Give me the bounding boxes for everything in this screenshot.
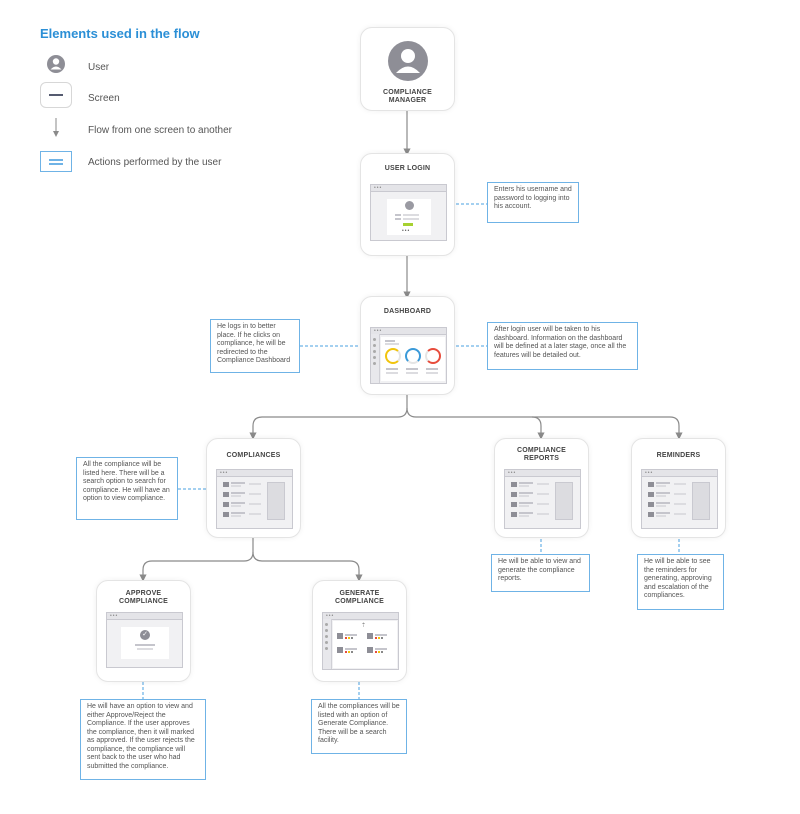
legend-title: Elements used in the flow [40,26,200,41]
reminders-node[interactable]: REMINDERS ••• [631,438,726,538]
reports-screen-thumbnail: ••• [504,469,581,529]
generate-screen-thumbnail: ••• ⇡ [322,612,399,670]
approve-compliance-node[interactable]: APPROVE COMPLIANCE ••• ✓ [96,580,191,682]
upload-icon: ⇡ [361,623,367,629]
legend-action-label: Actions performed by the user [88,157,222,168]
approve-screen-thumbnail: ••• ✓ [106,612,183,668]
legend-screen-label: Screen [88,93,120,104]
user-icon [387,40,429,82]
dashboard-right-note: After login user will be taken to his da… [487,322,638,370]
reminders-title: REMINDERS [656,452,701,459]
user-icon [46,54,66,74]
manager-title-line1: COMPLIANCE [382,89,433,96]
arrow-to-approve [139,538,254,582]
reminders-note: He will be able to see the reminders for… [637,554,724,610]
compliance-reports-node[interactable]: COMPLIANCE REPORTS ••• [494,438,589,538]
avatar [405,201,414,210]
legend-flow-label: Flow from one screen to another [88,125,232,136]
login-screen-thumbnail: ••• ••• [370,184,447,241]
generate-title-line2: COMPLIANCE [334,598,385,605]
screen-line-icon [40,82,72,108]
compliance-manager-node: COMPLIANCE MANAGER [360,27,455,111]
approve-note: He will have an option to view and eithe… [80,699,206,780]
generate-title-line1: GENERATE [339,590,380,597]
action-box-icon [40,151,72,172]
reports-title-line1: COMPLIANCE [516,447,567,454]
dial-chart [405,348,421,364]
dashboard-screen-thumbnail: ••• [370,327,447,384]
check-circle-icon: ✓ [140,630,150,640]
login-title: USER LOGIN [384,165,431,172]
generate-note: All the compliances will be listed with … [311,699,407,754]
reports-title-line2: REPORTS [523,455,560,462]
approve-title-line2: COMPLIANCE [118,598,169,605]
arrow-to-reminders [532,416,683,440]
login-note: Enters his username and password to logg… [487,182,579,223]
compliances-title: COMPLIANCES [226,452,281,459]
compliances-screen-thumbnail: ••• [216,469,293,529]
reminders-screen-thumbnail: ••• [641,469,718,529]
legend-user-label: User [88,62,110,73]
arrow-to-generate [252,551,363,582]
approve-title-line1: APPROVE [125,590,162,597]
dial-chart [385,348,401,364]
manager-title-line2: MANAGER [388,97,427,104]
generate-compliance-node[interactable]: GENERATE COMPLIANCE ••• ⇡ [312,580,407,682]
compliances-node[interactable]: COMPLIANCES ••• [206,438,301,538]
dial-chart [425,348,441,364]
arrow-to-compliances [249,395,408,440]
arrow-to-reports [406,407,545,440]
dashboard-left-note: He logs in to better place. If he clicks… [210,319,300,373]
user-login-node[interactable]: USER LOGIN ••• ••• [360,153,455,256]
dashboard-title: DASHBOARD [383,308,432,315]
dashboard-node[interactable]: DASHBOARD ••• [360,296,455,395]
reports-note: He will be able to view and generate the… [491,554,590,592]
compliances-note: All the compliance will be listed here. … [76,457,178,520]
